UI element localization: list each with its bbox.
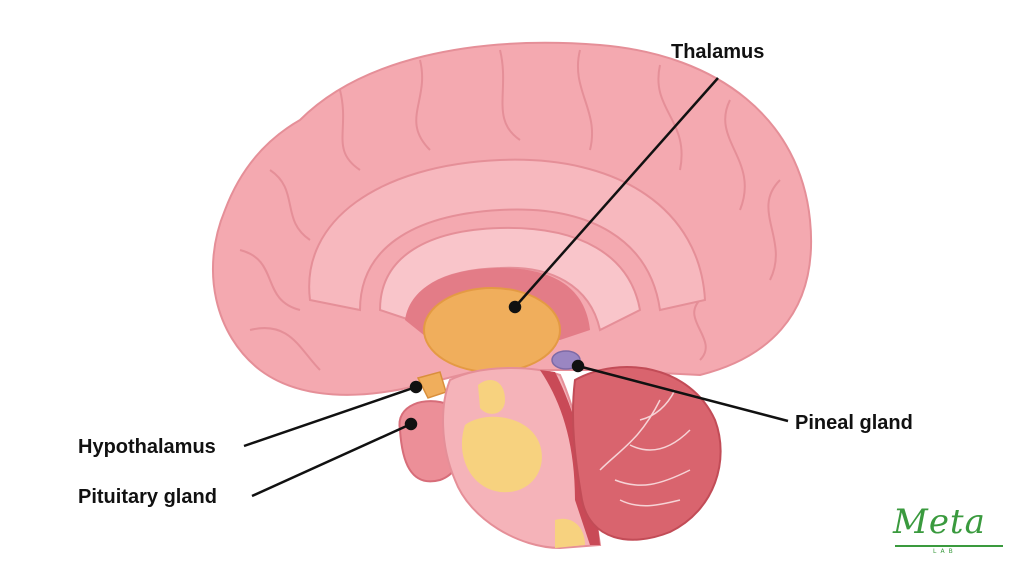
cerebellum-branches [599, 389, 691, 507]
pineal-leader [577, 364, 789, 423]
thalamus-dot [508, 300, 522, 314]
gyri-lines [239, 49, 781, 371]
brainstem-yellow [461, 416, 542, 493]
label-pituitary-gland: Pituitary gland [78, 486, 217, 508]
thalamus-leader [514, 77, 719, 308]
hypothalamus-leader [243, 385, 417, 448]
pituitary-leader [251, 422, 412, 498]
logo-sub: LAB [933, 548, 957, 555]
metalab-logo: Meta LAB [893, 503, 1005, 555]
pituitary-dot [404, 417, 418, 431]
thalamus [423, 287, 561, 373]
leader-lines [243, 77, 789, 498]
label-pineal-gland: Pineal gland [795, 412, 913, 434]
pineal-dot [571, 359, 585, 373]
brainstem-yellow-bottom [555, 518, 585, 548]
label-thalamus: Thalamus [671, 41, 765, 63]
logo-rule [895, 545, 1003, 547]
cingulate [308, 158, 707, 312]
brainstem-yellow-top [478, 380, 505, 414]
cerebellum [572, 366, 722, 541]
label-hypothalamus: Hypothalamus [78, 436, 216, 458]
logo-word: Meta [893, 502, 986, 542]
hypothalamus-dot [409, 380, 423, 394]
